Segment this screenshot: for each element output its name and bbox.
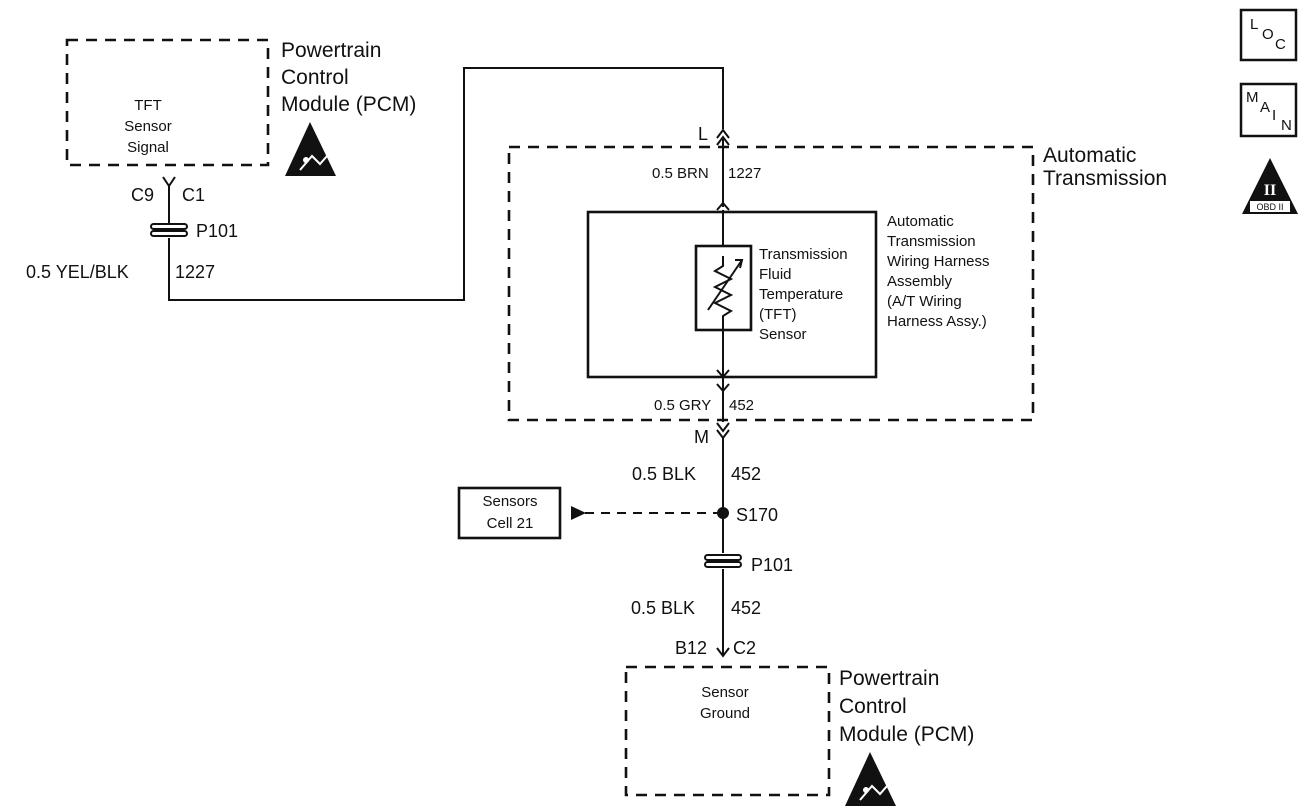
ground-wire2-label: 0.5 BLK (631, 598, 695, 618)
pcm-bottom-inner-line-1: Sensor (701, 684, 749, 701)
pcm-bottom-pin-right: C2 (733, 638, 756, 658)
pcm-bottom-title-line-3: Module (PCM) (839, 723, 974, 746)
transmission-pin-top: L (698, 124, 708, 144)
obd-ii-label: OBD II (1256, 202, 1283, 212)
pcm-bottom-title-line-2: Control (839, 695, 907, 718)
main-badge-letter-4: N (1281, 117, 1292, 134)
thermistor-arrow (707, 259, 743, 311)
esd-warning-icon (285, 122, 336, 176)
loc-badge-letter-3: C (1275, 36, 1286, 53)
pin-m-mark (716, 422, 730, 433)
reference-arrow-icon (571, 506, 586, 520)
pcm-top-pin-right: C1 (182, 185, 205, 205)
harness-label-line-4: Assembly (887, 273, 953, 290)
ground-wire1-label: 0.5 BLK (632, 464, 696, 484)
obd-ii-numeral: II (1264, 182, 1276, 199)
esd-warning-icon-bottom (845, 752, 896, 806)
pcm-top-pin-left: C9 (131, 185, 154, 205)
tft-sensor-line-4: (TFT) (759, 306, 796, 323)
main-badge[interactable]: M A I N (1239, 82, 1298, 138)
tft-sensor-line-1: Transmission (759, 246, 848, 263)
pcm-top-connector-mark (162, 176, 176, 188)
pcm-top-inner-line-3: Signal (127, 139, 169, 156)
tft-sensor: Transmission Fluid Temperature (TFT) Sen… (694, 244, 848, 343)
pcm-top-inner-line-2: Sensor (124, 118, 172, 135)
wire-1227-route (168, 67, 724, 301)
thermistor-arrowhead (735, 259, 744, 269)
pcm-top-title-line-2: Control (281, 66, 349, 89)
pcm-top-box (65, 38, 270, 167)
obd-ii-badge[interactable]: II OBD II (1242, 158, 1298, 214)
harness-label-line-2: Transmission (887, 233, 976, 250)
wire-brn-circuit: 1227 (728, 165, 761, 182)
pcm-bottom-box (624, 665, 831, 797)
pcm-top-inner-line-1: TFT (134, 97, 162, 114)
pin-l-mark (716, 128, 730, 139)
pcm-bottom-inner-line-2: Ground (700, 705, 750, 722)
wire-gry-circuit: 452 (729, 397, 754, 414)
pcm-bottom-pin-left: B12 (675, 638, 707, 658)
pcm-bottom-module: Sensor Ground Powertrain Control Module … (624, 665, 974, 806)
wire-top-left-circuit: 1227 (175, 262, 215, 282)
main-badge-letter-3: I (1272, 107, 1276, 124)
connector-p101-bottom-label: P101 (751, 555, 793, 575)
harness-label-line-3: Wiring Harness (887, 253, 990, 270)
connector-p101-top: P101 (150, 186, 238, 241)
ground-wire2-circuit: 452 (731, 598, 761, 618)
harness-assembly-box (586, 210, 878, 379)
tft-sensor-line-5: Sensor (759, 326, 807, 343)
harness-label-line-6: Harness Assy.) (887, 313, 987, 330)
pcm-top-title-line-1: Powertrain (281, 39, 381, 62)
wire-brn-label: 0.5 BRN (652, 165, 709, 182)
harness-label-line-1: Automatic (887, 213, 954, 230)
sensors-cell-ref-line-2: Cell 21 (487, 515, 534, 532)
pcm-top-module: TFT Sensor Signal Powertrain Control Mod… (65, 38, 416, 176)
transmission-box-group: Automatic Transmission (507, 144, 1167, 422)
main-badge-letter-2: A (1260, 99, 1270, 116)
harness-top-connector-mark (716, 201, 730, 211)
connector-p101-top-label: P101 (196, 221, 238, 241)
transmission-pin-bottom: M (694, 427, 709, 447)
transmission-title-line-2: Transmission (1043, 167, 1167, 190)
pcm-top-title-line-3: Module (PCM) (281, 93, 416, 116)
loc-badge-letter-1: L (1250, 16, 1258, 33)
sensors-cell-ref[interactable]: Sensors Cell 21 (457, 486, 562, 540)
thermistor-icon (712, 256, 734, 330)
connector-p101-bottom: P101 (704, 554, 793, 575)
wire-top-left-label: 0.5 YEL/BLK (26, 262, 129, 282)
splice-s170-dot (717, 507, 729, 519)
splice-s170-label: S170 (736, 505, 778, 525)
wire-gry-label: 0.5 GRY (654, 397, 711, 414)
transmission-title-line-1: Automatic (1043, 144, 1136, 167)
loc-badge-letter-2: O (1262, 26, 1274, 43)
ground-wire1-circuit: 452 (731, 464, 761, 484)
loc-badge[interactable]: L O C (1239, 8, 1298, 62)
tft-sensor-line-2: Fluid (759, 266, 792, 283)
sensors-cell-ref-line-1: Sensors (482, 493, 537, 510)
harness-label-line-5: (A/T Wiring (887, 293, 962, 310)
pcm-bottom-title-line-1: Powertrain (839, 667, 939, 690)
sensors-cell-ref-box[interactable] (457, 486, 562, 540)
tft-sensor-line-3: Temperature (759, 286, 843, 303)
main-badge-letter-1: M (1246, 89, 1259, 106)
pcm-bottom-connector-mark (716, 647, 730, 658)
